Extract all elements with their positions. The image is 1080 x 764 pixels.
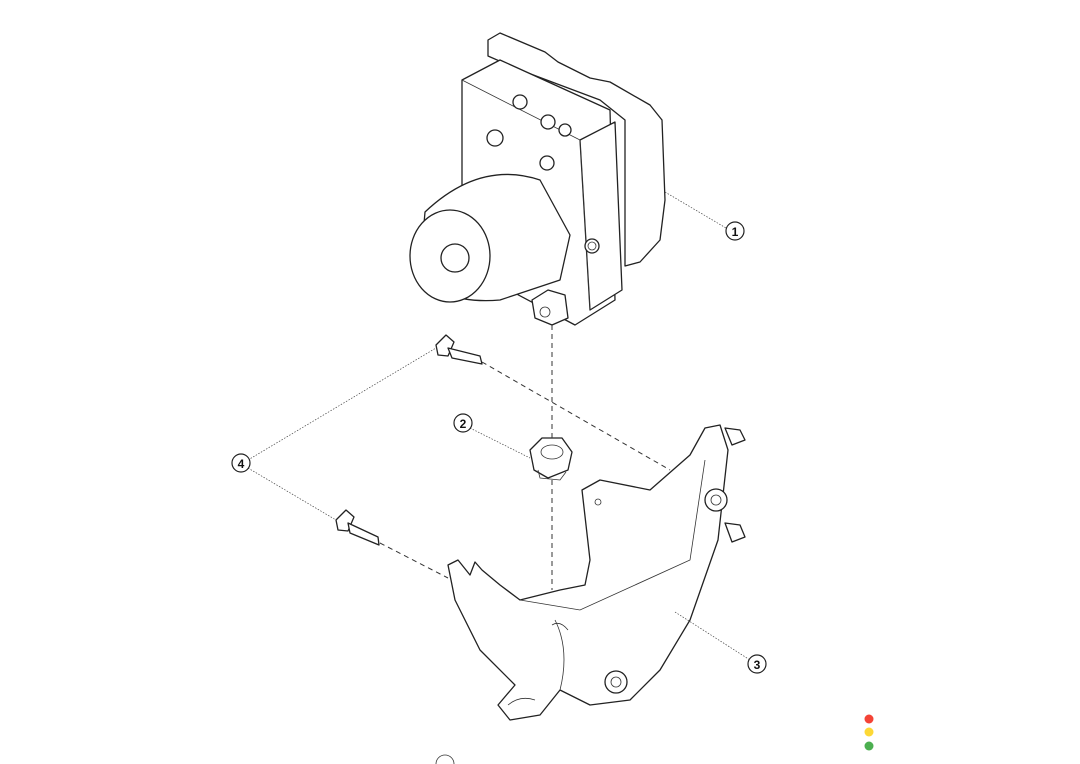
alignment-line [379,542,449,579]
callout-4: 4 [231,453,251,473]
bolt-lower [335,509,380,546]
status-dot-yellow [864,727,874,737]
nut [529,437,573,481]
svg-text:1: 1 [732,225,739,239]
svg-text:2: 2 [460,417,467,431]
partial-callout [435,754,455,764]
callout-2: 2 [453,413,473,433]
abs-modulator-unit [409,32,666,326]
svg-text:4: 4 [238,457,245,471]
mounting-bracket [447,424,746,721]
status-dot-green [864,741,874,751]
bolt-upper [435,334,483,365]
callout-1: 1 [725,221,745,241]
alignment-line [481,361,671,471]
status-dot-red [864,714,874,724]
svg-text:3: 3 [754,658,761,672]
callout-3: 3 [747,654,767,674]
